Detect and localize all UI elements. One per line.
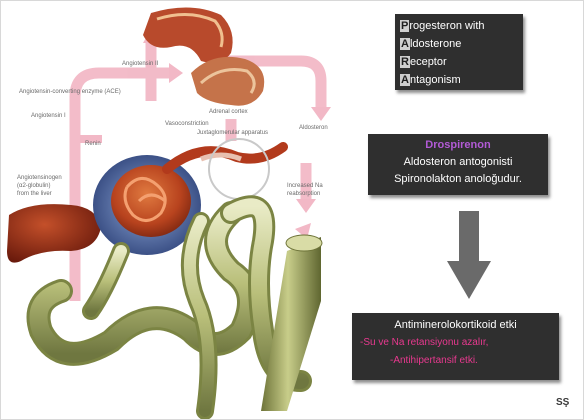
label-juxtaglomerular: Juxtaglomerular apparatus — [197, 130, 268, 136]
acronym-line: Receptor — [400, 53, 523, 71]
label-vasoconstriction: Vasoconstriction — [165, 121, 209, 127]
acronym-line: Aldosterone — [400, 35, 523, 53]
acronym-line: Progesteron with — [400, 17, 523, 35]
label-globulin: (α2-globulin) — [17, 183, 50, 189]
drug-line-2: Spironolakton anoloğudur. — [368, 171, 548, 188]
label-renin: Renin — [85, 141, 101, 147]
adrenal-gland-illustration — [191, 57, 264, 106]
effect-line-2: -Su ve Na retansiyonu azalır, — [352, 334, 559, 352]
down-arrow-icon — [447, 211, 491, 299]
label-increased-na: Increased Na — [287, 183, 323, 189]
label-ace: Angiotensin-converting enzyme (ACE) — [19, 89, 121, 95]
label-angiotensinogen: Angiotensinogen — [17, 175, 62, 181]
label-adrenal-cortex: Adrenal cortex — [209, 109, 248, 115]
drug-box: Drospirenon Aldosteron antogonisti Spiro… — [368, 134, 548, 195]
effect-line-1: Antiminerolokortikoid etki — [352, 316, 559, 334]
effect-box: Antiminerolokortikoid etki -Su ve Na ret… — [352, 313, 559, 380]
label-angiotensin-ii: Angiotensin II — [122, 61, 159, 67]
author-initials: SŞ — [556, 397, 569, 408]
drug-line-1: Aldosteron antogonisti — [368, 154, 548, 171]
drug-name: Drospirenon — [368, 137, 548, 154]
acronym-box: Progesteron with Aldosterone Receptor An… — [395, 14, 523, 90]
juxtaglomerular-highlight — [209, 139, 269, 199]
acronym-line: Antagonism — [400, 71, 523, 89]
label-aldosterone: Aldosteron — [299, 125, 328, 131]
label-angiotensin-i: Angiotensin I — [31, 113, 66, 119]
effect-line-3: -Antihipertansif etki. — [352, 352, 559, 370]
label-from-liver: from the liver — [17, 191, 52, 197]
liver-illustration — [7, 204, 101, 263]
renin-angiotensin-illustration: Angiotensin II Angiotensin-converting en… — [1, 1, 337, 419]
label-reabsorption: reabsorption — [287, 191, 320, 197]
